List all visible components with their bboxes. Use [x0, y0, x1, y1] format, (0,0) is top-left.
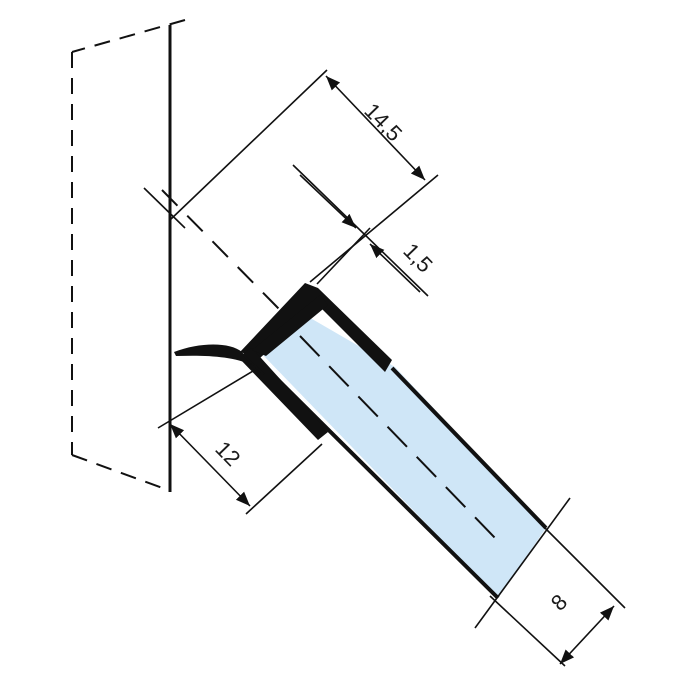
dimension-arrows [169, 75, 615, 665]
guide-dashed-line [161, 189, 281, 311]
dim-14-5-line [325, 75, 426, 181]
glass-edge-upper [390, 366, 548, 530]
glass-centerline [299, 335, 498, 541]
dim-1-5-arrow-b [369, 243, 421, 293]
dashed-wall-outline [71, 19, 186, 491]
dim-12-line [169, 423, 251, 507]
dim-label-1-5: 1,5 [398, 238, 437, 277]
glass-panel [262, 312, 546, 598]
dim-label-12: 12 [210, 436, 245, 471]
dim-label-8: 8 [546, 589, 572, 615]
seal-lip [174, 344, 252, 365]
extension-lines [143, 69, 626, 667]
dim-1-5-arrow-a [299, 174, 357, 229]
seal-base-line [242, 354, 265, 375]
dim-8-line [559, 605, 615, 665]
dim-label-14-5: 14,5 [359, 98, 407, 146]
